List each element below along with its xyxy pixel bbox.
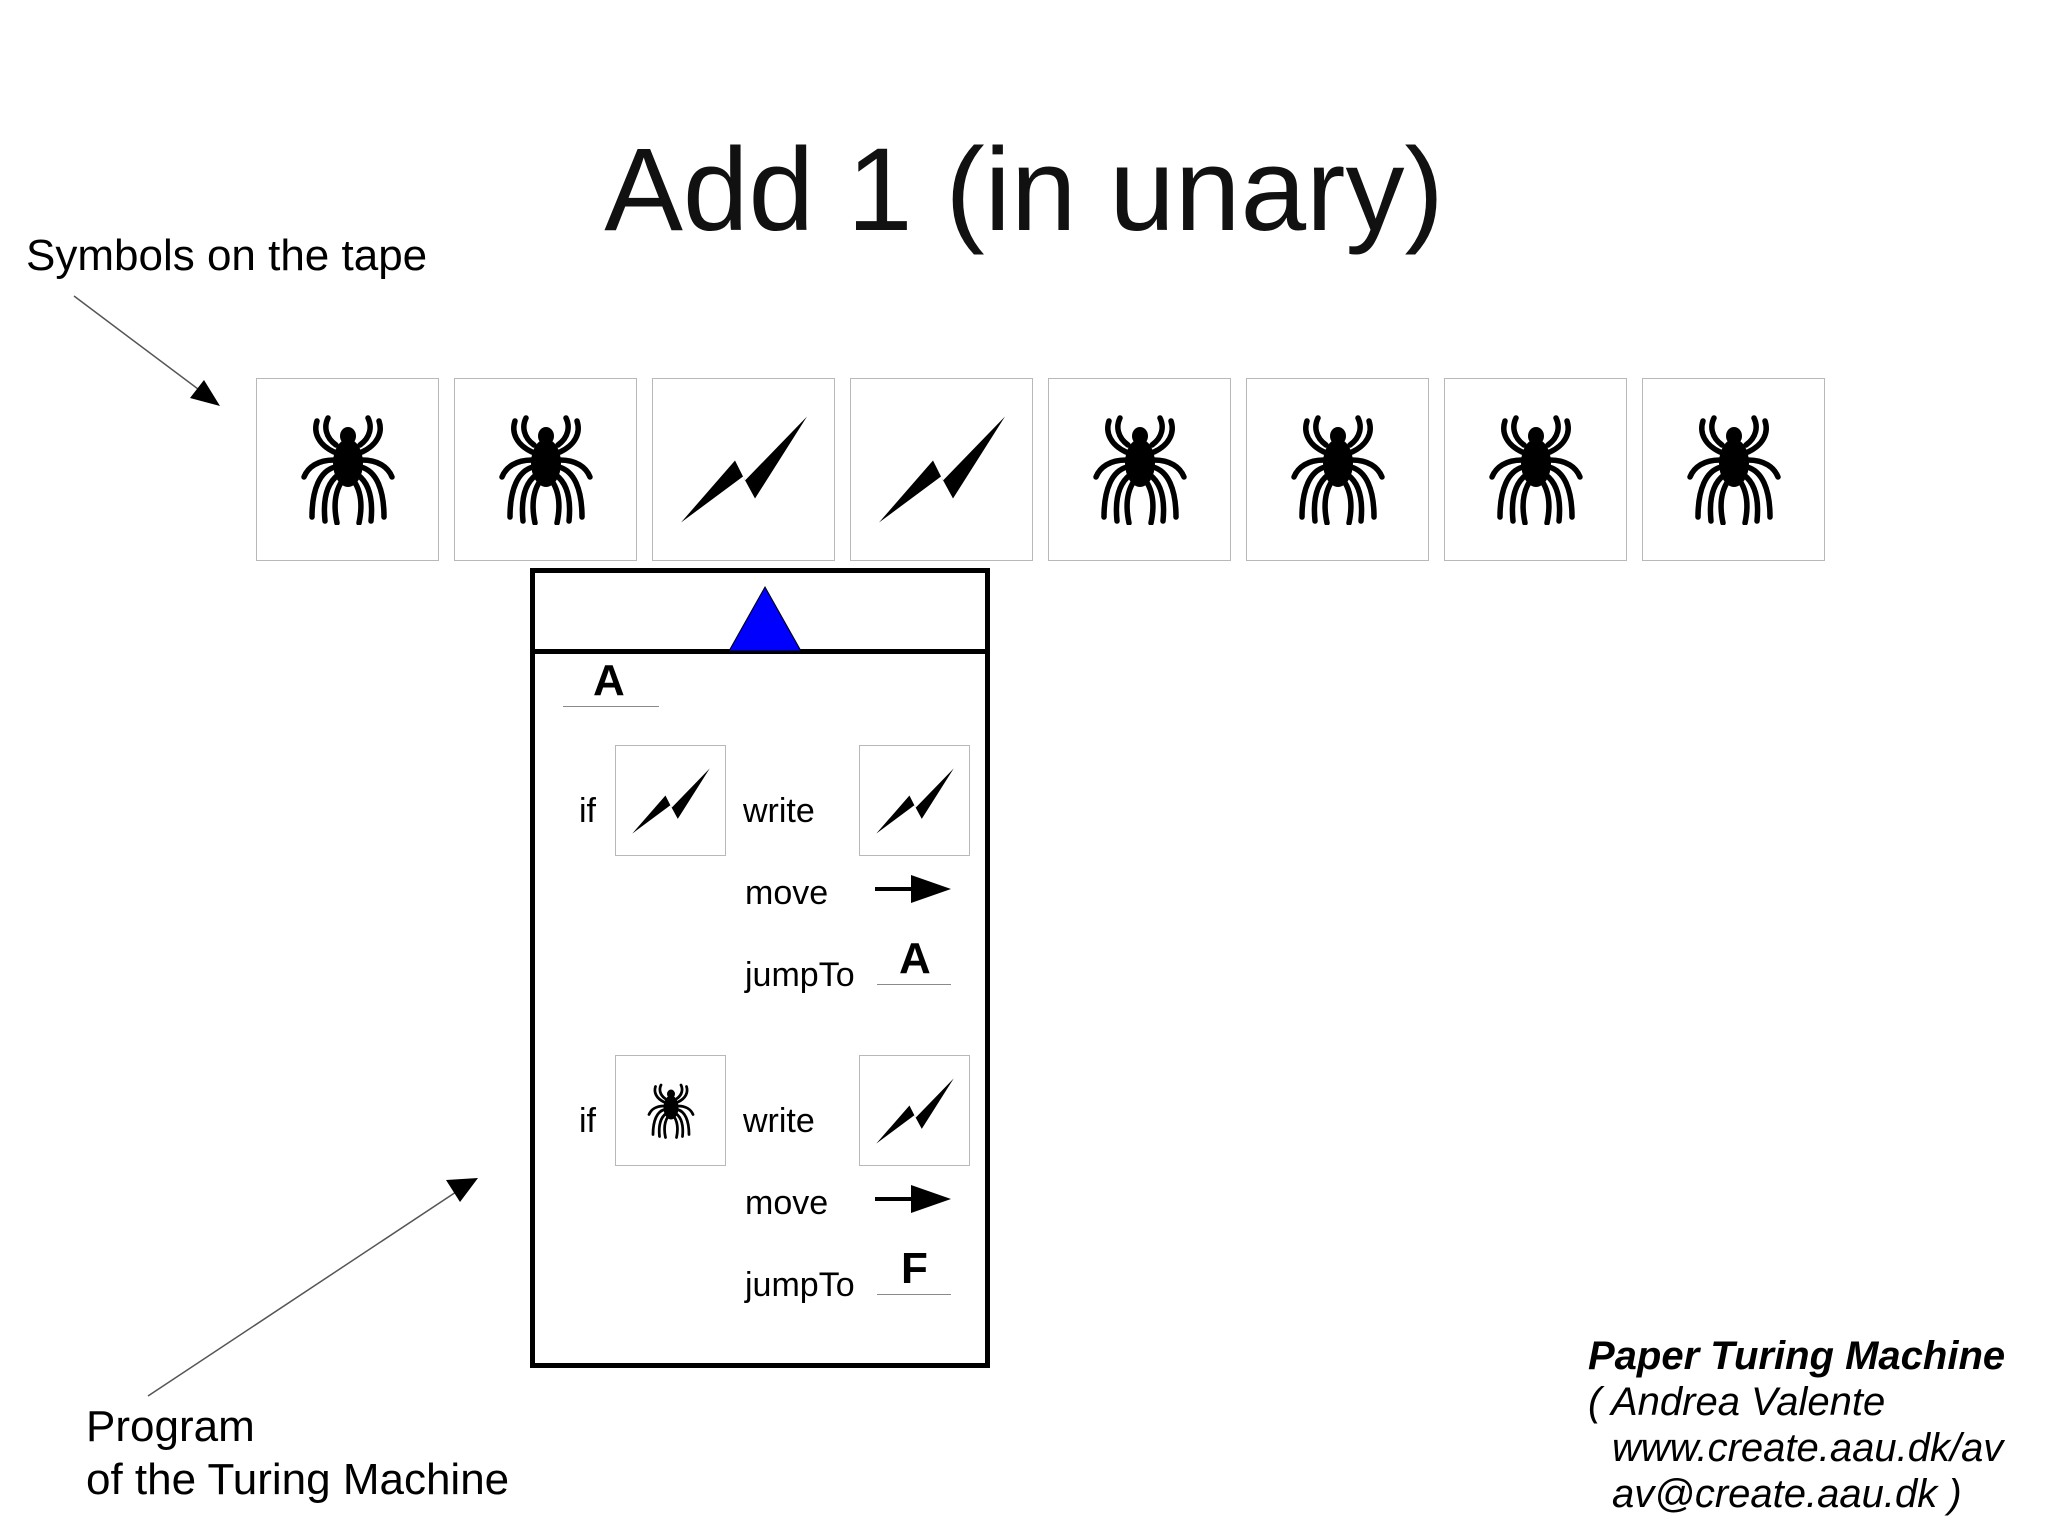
rule-2-jump-state: F [901,1244,928,1293]
rule-1-move-label: move [745,874,829,912]
rule-2-write-label: write [743,1102,815,1140]
tape-cell-4 [850,378,1033,561]
tape-cell-3 [652,378,835,561]
tape-cell-8 [1642,378,1825,561]
rule-2-if-symbol [615,1055,726,1166]
tape-cell-7 [1444,378,1627,561]
rule-2-if-label: if [579,1102,596,1140]
state-name: A [593,656,625,705]
rule-1-if-symbol [615,745,726,856]
credit-title: Paper Turing Machine [1588,1334,2006,1378]
program-label-line-1: Program [86,1402,255,1451]
head-pointer-icon [728,585,802,651]
rule-2-jump-label: jumpTo [745,1266,855,1304]
machine-head-bar [535,573,985,654]
rule-2-write-symbol [859,1055,970,1166]
tape-cell-6 [1246,378,1429,561]
credit-block: Paper Turing Machine ( Andrea Valente ww… [1588,1333,2005,1517]
spider-icon [1090,415,1190,525]
bolt-icon [631,767,710,834]
program-pointer-arrow [147,1178,478,1397]
rule-1-jump-underline [877,984,951,985]
tape-cell-2 [454,378,637,561]
credit-url: www.create.aau.dk/av [1612,1426,2004,1470]
rule-1-jump-state: A [899,934,931,983]
rule-1-write-label: write [743,792,815,830]
rule-2-jump-underline [877,1294,951,1295]
rule-1-write-symbol [859,745,970,856]
tape-cell-1 [256,378,439,561]
credit-email: av@create.aau.dk ) [1612,1472,1962,1516]
spider-icon [496,415,596,525]
bolt-icon [875,1077,954,1144]
credit-author: ( Andrea Valente [1588,1380,1886,1424]
bolt-icon [878,416,1005,523]
program-label-line-2: of the Turing Machine [86,1455,510,1504]
spider-icon [1486,415,1586,525]
symbols-label: Symbols on the tape [26,231,428,280]
page-title: Add 1 (in unary) [604,124,1444,256]
right-arrow-icon [875,875,951,903]
state-name-underline [563,706,659,707]
spider-icon [298,415,398,525]
bolt-icon [875,767,954,834]
program-label: Program of the Turing Machine [86,1400,509,1506]
rule-1-if-label: if [579,792,596,830]
rule-1-jump-label: jumpTo [745,956,855,994]
bolt-icon [680,416,807,523]
spider-icon [1684,415,1784,525]
right-arrow-icon [875,1185,951,1213]
symbols-pointer-arrow [73,295,220,406]
tape-cell-5 [1048,378,1231,561]
turing-machine-program: A if write move jumpTo A if write move j… [530,568,990,1368]
spider-icon [647,1083,694,1139]
spider-icon [1288,415,1388,525]
rule-2-move-label: move [745,1184,829,1222]
